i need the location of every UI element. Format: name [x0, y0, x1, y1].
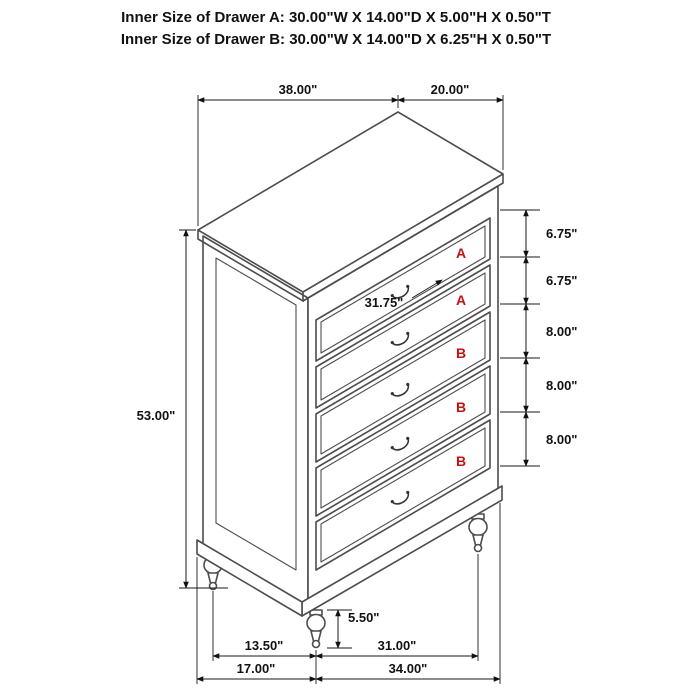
drawer-5	[315, 419, 491, 571]
overall-width-label: 34.00"	[389, 661, 428, 676]
drawer-3-label: B	[456, 345, 466, 361]
front-leg-span-label: 31.00"	[378, 638, 417, 653]
drawer-3-handle-icon	[390, 382, 410, 397]
drawer-5-height-label: 8.00"	[546, 432, 577, 447]
chest-drawing: A A B B B 31.75"	[196, 111, 504, 649]
dim-drawer-heights: 6.75" 6.75" 8.00" 8.00" 8.00"	[500, 209, 577, 467]
drawer-2-handle-icon	[390, 331, 410, 346]
drawer-5-handle-icon	[390, 490, 410, 505]
dim-bottom: 13.50" 31.00" 17.00" 34.00"	[196, 503, 501, 684]
dim-height: 53.00"	[137, 229, 228, 589]
drawer-1	[315, 217, 491, 362]
side-panel-recess	[215, 257, 297, 571]
drawer-1-handle-icon	[390, 284, 410, 299]
drawer-1-label: A	[456, 245, 466, 261]
base-molding-side	[196, 539, 303, 617]
drawer-front-width-callout: 31.75"	[365, 279, 443, 310]
drawer-4-handle-icon	[390, 436, 410, 451]
drawer-2-height-label: 6.75"	[546, 273, 577, 288]
top-width-label: 38.00"	[279, 82, 318, 97]
drawer-4	[315, 365, 491, 517]
drawer-4-height-label: 8.00"	[546, 378, 577, 393]
drawer-a-inner-size-text: Inner Size of Drawer A: 30.00"W X 14.00"…	[121, 9, 551, 26]
drawer-2	[315, 264, 491, 409]
overall-height-label: 53.00"	[137, 408, 176, 423]
top-slab-edge	[197, 174, 504, 303]
drawer-3	[315, 311, 491, 463]
drawer-4-label: B	[456, 399, 466, 415]
overall-depth-label: 17.00"	[237, 661, 276, 676]
front-right-leg	[468, 513, 488, 553]
leg-depth-span-label: 13.50"	[245, 638, 284, 653]
drawer-1-height-label: 6.75"	[546, 226, 577, 241]
leg-height-label: 5.50"	[348, 610, 379, 625]
front-left-leg	[306, 609, 326, 649]
top-depth-label: 20.00"	[431, 82, 470, 97]
drawer-2-label: A	[456, 292, 466, 308]
dim-leg-height: 5.50"	[327, 609, 379, 649]
drawer-3-height-label: 8.00"	[546, 324, 577, 339]
drawer-front-width-label: 31.75"	[365, 295, 404, 310]
drawer-5-label: B	[456, 453, 466, 469]
drawer-b-inner-size-text: Inner Size of Drawer B: 30.00"W X 14.00"…	[121, 31, 551, 48]
dim-top: 38.00" 20.00"	[197, 82, 504, 226]
